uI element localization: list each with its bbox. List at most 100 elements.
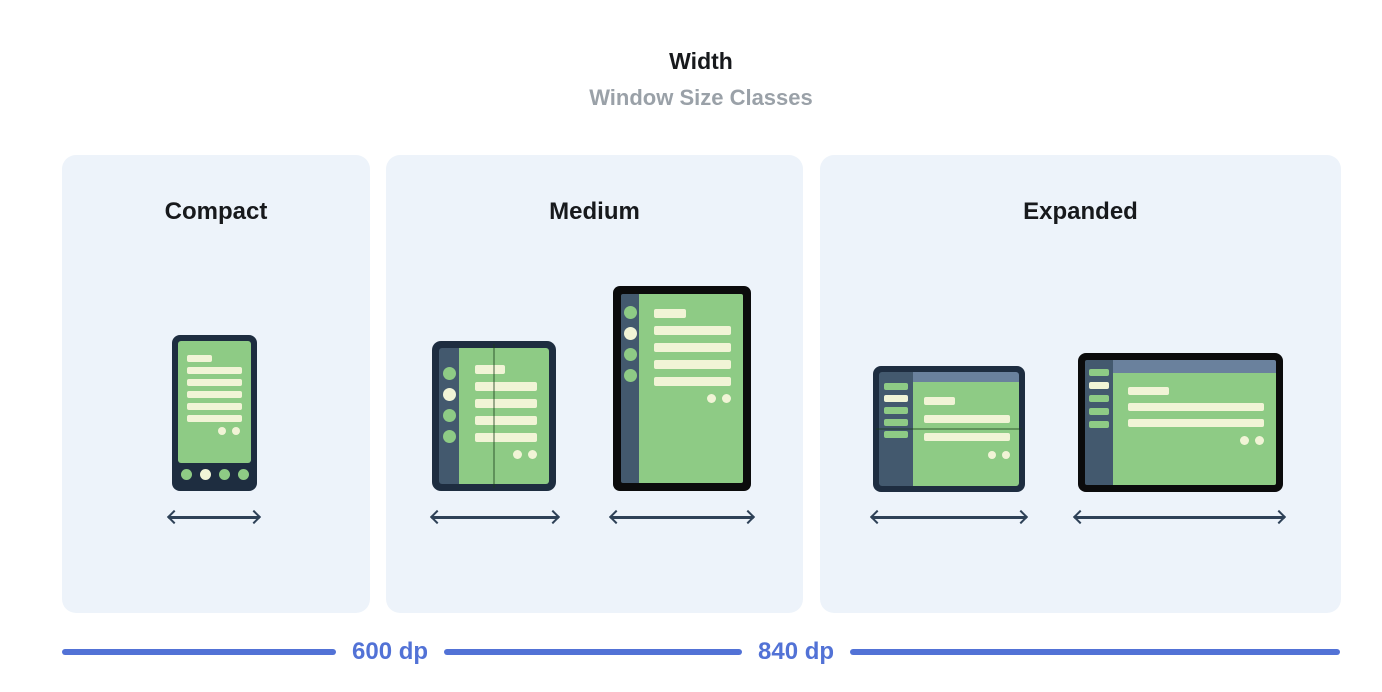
sidebar-bar <box>1089 421 1109 428</box>
action-dots <box>1128 436 1264 445</box>
dot <box>528 450 537 459</box>
width-arrow <box>168 516 260 519</box>
content-line <box>187 379 242 386</box>
sidebar-bar <box>1089 369 1109 376</box>
device-main-area <box>913 372 1019 486</box>
content-line <box>475 416 537 425</box>
axis-line-segment <box>850 649 1340 655</box>
content-line <box>654 326 731 335</box>
phone-navbar <box>178 463 251 485</box>
rail-dot <box>623 327 637 340</box>
breakpoint-label-840dp: 840 dp <box>758 638 835 665</box>
content-line <box>654 377 731 386</box>
phone-illustration <box>172 335 257 491</box>
sidebar-rail <box>1085 360 1113 485</box>
dot <box>218 427 226 435</box>
rail-dot <box>442 367 456 380</box>
sidebar-bar <box>1089 382 1109 389</box>
dot <box>1240 436 1249 445</box>
panel-expanded-heading: Expanded <box>1023 198 1138 225</box>
panel-expanded: Expanded <box>820 155 1341 613</box>
content-line-short <box>654 309 687 318</box>
phone-screen <box>178 341 251 463</box>
content-line <box>187 415 242 422</box>
app-header-bar <box>913 372 1019 382</box>
action-dots <box>924 451 1010 459</box>
content-line <box>187 367 242 374</box>
dot <box>722 394 731 403</box>
width-arrow <box>610 516 754 519</box>
dot <box>513 450 522 459</box>
content-line-short <box>475 365 505 374</box>
content-line <box>187 391 242 398</box>
sidebar-bar <box>1089 408 1109 415</box>
sidebar-bar <box>884 419 908 426</box>
figure-title: Width <box>669 48 733 74</box>
rail-dot <box>442 388 456 401</box>
tablet-landscape-illustration <box>1078 353 1283 492</box>
sidebar-bar <box>884 395 908 402</box>
fold-line <box>876 428 1022 430</box>
content-line <box>654 343 731 352</box>
rail-dot <box>623 369 637 382</box>
sidebar-bar <box>884 383 908 390</box>
rail-dot <box>623 306 637 319</box>
width-arrow <box>1074 516 1285 519</box>
dot <box>707 394 716 403</box>
content-line <box>475 382 537 391</box>
panel-medium: Medium <box>386 155 803 613</box>
rail-dot <box>623 348 637 361</box>
content-line <box>654 360 731 369</box>
figure-subtitle: Window Size Classes <box>589 84 813 110</box>
axis-line-segment <box>444 649 743 655</box>
action-dots <box>654 394 731 403</box>
nav-dot <box>237 468 249 480</box>
dot <box>988 451 996 459</box>
fold-line <box>493 344 495 488</box>
device-screen <box>459 348 549 484</box>
sidebar-bar <box>884 407 908 414</box>
content-line <box>475 433 537 442</box>
dot <box>1002 451 1010 459</box>
width-arrow <box>871 516 1027 519</box>
width-arrow <box>431 516 559 519</box>
nav-dot <box>180 468 192 480</box>
sidebar-bar <box>1089 395 1109 402</box>
action-dots <box>475 450 537 459</box>
device-screen <box>913 382 1019 486</box>
device-screen <box>639 294 743 483</box>
rail-dot <box>442 430 456 443</box>
panel-compact: Compact <box>62 155 370 613</box>
figure-header: Width Window Size Classes <box>62 48 1340 111</box>
content-line-short <box>1128 387 1169 395</box>
content-line <box>1128 419 1264 427</box>
device-screen <box>1113 373 1276 485</box>
rail-dot <box>442 409 456 422</box>
dot <box>1255 436 1264 445</box>
axis-line-segment <box>62 649 336 655</box>
panel-compact-heading: Compact <box>164 198 268 225</box>
nav-rail <box>439 348 459 484</box>
nav-rail <box>621 294 639 483</box>
dot <box>232 427 240 435</box>
breakpoint-axis: 600 dp 840 dp <box>62 638 1340 666</box>
sidebar-bar <box>884 431 908 438</box>
device-main-area <box>1113 360 1276 485</box>
content-line-short <box>924 397 955 405</box>
content-line <box>924 415 1010 423</box>
action-dots <box>187 427 242 435</box>
breakpoint-label-600dp: 600 dp <box>352 638 429 665</box>
nav-dot <box>199 468 211 480</box>
tablet-portrait-illustration <box>613 286 751 491</box>
sidebar-rail <box>879 372 913 486</box>
content-line <box>1128 403 1264 411</box>
panel-medium-heading: Medium <box>549 198 640 225</box>
app-header-bar <box>1113 360 1276 373</box>
content-line <box>475 399 537 408</box>
content-line <box>924 433 1010 441</box>
foldable-portrait-illustration <box>432 341 556 491</box>
nav-dot <box>218 468 230 480</box>
content-line <box>187 403 242 410</box>
foldable-landscape-illustration <box>873 366 1025 492</box>
content-line-short <box>187 355 213 362</box>
